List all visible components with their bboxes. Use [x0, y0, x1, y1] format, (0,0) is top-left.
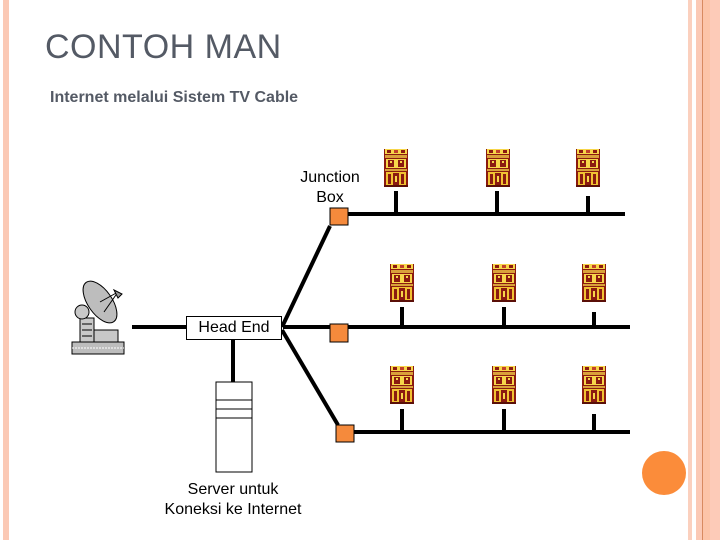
junction-box-bottom: [335, 424, 355, 443]
junction-box-middle: [329, 323, 349, 343]
right-border-stripe-1: [688, 0, 692, 540]
junction-box-label: Junction Box: [280, 168, 380, 208]
house-icon: [486, 149, 510, 187]
slide-title: CONTOH MAN: [45, 28, 282, 66]
server-label-line1: Server untuk: [187, 481, 279, 498]
server-tower-icon: [215, 381, 253, 473]
right-border-stripe-2: [696, 0, 702, 540]
house-icon: [492, 264, 516, 302]
server-label: Server untuk Koneksi ke Internet: [133, 480, 333, 520]
house-icon: [582, 264, 606, 302]
house-icon: [492, 366, 516, 404]
server-label-line2: Koneksi ke Internet: [164, 501, 302, 518]
branch-to-bottom: [280, 328, 340, 427]
decorative-circle: [642, 451, 686, 495]
right-border-stripe-5: [710, 0, 720, 540]
house-icon: [576, 149, 600, 187]
junction-box-label-line2: Box: [316, 189, 344, 206]
house-icon: [384, 149, 408, 187]
left-border-stripe: [3, 0, 9, 540]
branch-to-top: [280, 225, 332, 328]
slide-subtitle: Internet melalui Sistem TV Cable: [50, 89, 299, 106]
satellite-dish-icon: [71, 280, 125, 355]
right-border-stripe-4: [703, 0, 710, 540]
house-icon: [390, 264, 414, 302]
house-icon: [390, 366, 414, 404]
head-end-box: Head End: [186, 316, 282, 340]
house-icon: [582, 366, 606, 404]
junction-box-top: [329, 207, 349, 226]
right-border-stripe-3: [702, 0, 703, 540]
junction-box-label-line1: Junction: [300, 169, 360, 186]
